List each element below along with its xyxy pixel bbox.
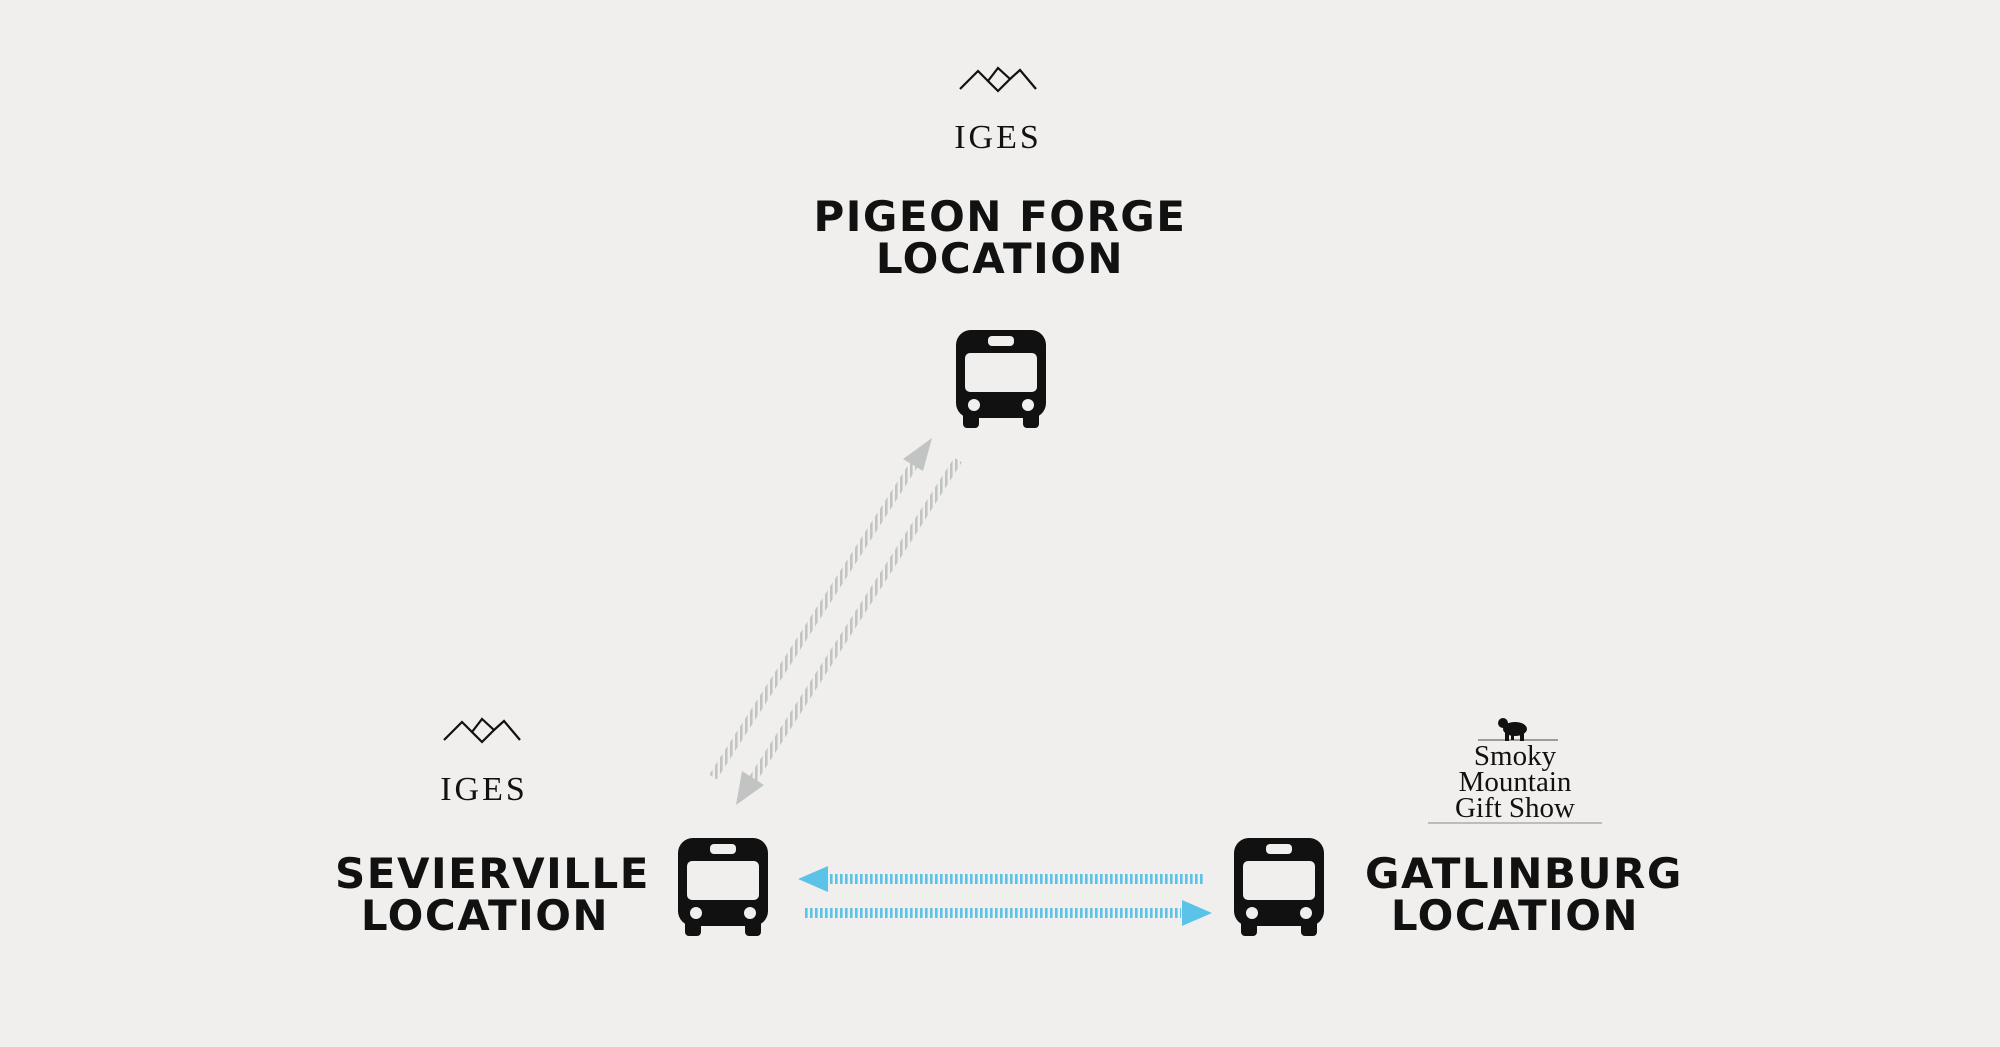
pigeon-forge-logo-text: IGES [954, 119, 1042, 156]
logo-line-3: Gift Show [1455, 792, 1575, 824]
mountain-logo-icon [442, 717, 522, 744]
sevierville-location-label: SEVIERVILLE LOCATION [335, 849, 650, 940]
bus-icon [956, 330, 1046, 428]
label-line: LOCATION [1390, 891, 1640, 940]
bear-icon [1498, 718, 1527, 741]
label-line: LOCATION [360, 891, 610, 940]
gatlinburg-location-label: GATLINBURG LOCATION [1365, 849, 1683, 940]
arrow-icon [798, 866, 1204, 892]
arrow-icon [736, 457, 962, 805]
arrow-icon [803, 900, 1212, 926]
label-line: LOCATION [875, 234, 1125, 283]
label-line: PIGEON FORGE [813, 192, 1187, 241]
arrow-icon [709, 438, 932, 780]
mountain-logo-icon [958, 66, 1038, 93]
smoky-mountain-gift-show-logo: Smoky Mountain Gift Show [1428, 718, 1602, 824]
label-line: GATLINBURG [1365, 849, 1683, 898]
logo-line-2: Mountain [1459, 766, 1572, 798]
pigeon-forge-logo: IGES [954, 66, 1042, 156]
pigeon-forge-location-label: PIGEON FORGE LOCATION [800, 196, 1200, 280]
logo-line-1: Smoky [1474, 740, 1557, 772]
bus-icon [678, 838, 768, 936]
bus-icon [1234, 838, 1324, 936]
label-line: SEVIERVILLE [335, 849, 650, 898]
sevierville-logo: IGES [440, 717, 528, 808]
sevierville-logo-text: IGES [440, 771, 528, 808]
